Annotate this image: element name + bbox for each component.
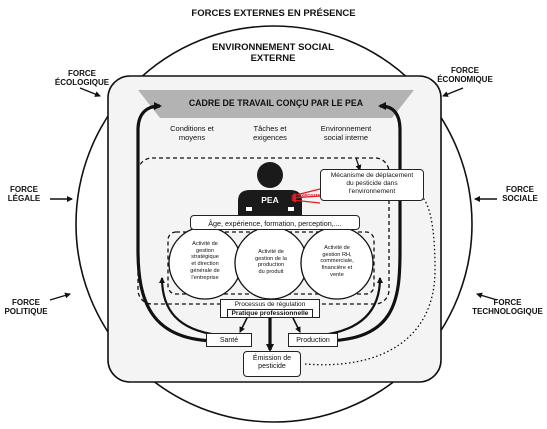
feedback-arrow-right bbox=[321, 102, 402, 343]
activity-center-text: Activité de gestion de la production du … bbox=[255, 249, 287, 276]
environment-title: ENVIRONNEMENT SOCIAL EXTERNE bbox=[173, 42, 373, 65]
emission-dotted-loop bbox=[304, 193, 436, 366]
force-technologique: FORCE TECHNOLOGIQUE bbox=[472, 298, 543, 317]
pea-label: PEA bbox=[261, 195, 279, 205]
force-legale: FORCE LÉGALE bbox=[7, 185, 41, 204]
cadre-band bbox=[138, 90, 414, 118]
production-box: Production bbox=[288, 333, 338, 347]
emission-box: Émission de pesticide bbox=[243, 351, 301, 377]
diagram-title: FORCES EXTERNES EN PRÉSENCE bbox=[191, 8, 356, 19]
environment-title-line2: EXTERNE bbox=[250, 52, 296, 64]
external-environment-circle bbox=[75, 25, 473, 423]
activity-right-text: Activité de gestion RH, commerciale, fin… bbox=[320, 245, 354, 278]
exposition-label: EXPOSITION bbox=[298, 193, 326, 198]
exposition-arrows bbox=[291, 188, 321, 204]
mecanisme-box: Mécanisme de déplacement du pesticide da… bbox=[320, 169, 424, 201]
environment-title-line1: ENVIRONNEMENT SOCIAL bbox=[212, 42, 334, 53]
activity-left-text: Activité de gestion stratégique et direc… bbox=[190, 241, 220, 281]
attributes-bar: Âge, expérience, formation, perception,.… bbox=[190, 215, 360, 230]
cadre-col-conditions: Conditions et moyens bbox=[170, 124, 214, 142]
force-economique: FORCE ÉCONOMIQUE bbox=[437, 66, 493, 85]
cadre-col-environnement: Environnement social interne bbox=[320, 124, 372, 142]
cadre-title: CADRE DE TRAVAIL CONÇU PAR LE PEA bbox=[188, 98, 364, 108]
pea-body bbox=[238, 190, 302, 216]
feedback-arrow-left bbox=[136, 102, 219, 343]
force-sociale: FORCE SOCIALE bbox=[502, 185, 538, 204]
force-ecologique: FORCE ÉCOLOGIQUE bbox=[54, 69, 110, 88]
cadre-col-taches: Tâches et exigences bbox=[253, 124, 287, 142]
regulation-box: Processus de régulation Pratique profess… bbox=[220, 299, 320, 319]
sante-box: Santé bbox=[206, 333, 252, 347]
pea-head bbox=[257, 162, 283, 188]
force-politique: FORCE POLITIQUE bbox=[4, 298, 48, 317]
